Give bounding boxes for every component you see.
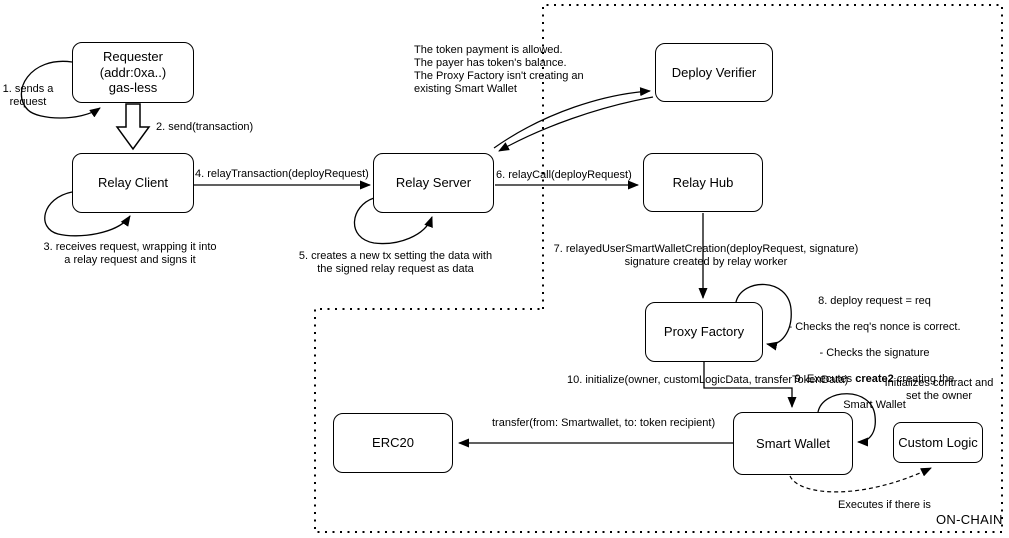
arrow-executes-custom-logic (789, 467, 932, 493)
arrow-to-deploy-verifier (493, 87, 651, 149)
arrow-initialize (703, 362, 797, 408)
step8-9-note: 8. deploy request = req - Checks the req… (783, 282, 966, 425)
verifier-note: The token payment is allowed. The payer … (414, 44, 584, 95)
node-erc20: ERC20 (333, 413, 453, 473)
transfer-label: transfer(from: Smartwallet, to: token re… (492, 417, 716, 429)
step2-label: 2. send(transaction) (156, 121, 254, 133)
step8-line1: 8. deploy request = req (818, 295, 931, 307)
node-relay-hub: Relay Hub (643, 153, 763, 212)
step9-line1: 9. Executes create2 creating the (783, 373, 966, 386)
relay-client-self-loop-arrow (44, 191, 131, 237)
step9-line2: Smart Wallet (843, 399, 906, 411)
executes-note: Executes if there is (838, 499, 931, 511)
initialize-note: Initializes contract and set the owner (884, 377, 994, 402)
onchain-boundary (314, 4, 1003, 533)
send-transaction-hollow-arrow (115, 103, 151, 151)
proxy-factory-self-loop-arrow (735, 283, 792, 351)
node-proxy-factory: Proxy Factory (645, 302, 763, 362)
erc20-label: ERC20 (372, 435, 414, 451)
step5-label: 5. creates a new tx setting the data wit… (298, 250, 493, 275)
step3-label: 3. receives request, wrapping it into a … (43, 241, 217, 266)
relay-hub-label: Relay Hub (672, 174, 734, 190)
requester-label-line2: (addr:0xa..) (99, 64, 167, 80)
step10-label: 10. initialize(owner, customLogicData, t… (567, 374, 849, 386)
requester-self-loop-arrow (20, 60, 101, 119)
node-custom-logic: Custom Logic (893, 422, 983, 463)
smart-wallet-self-loop-arrow (817, 393, 876, 447)
custom-logic-label: Custom Logic (898, 434, 978, 450)
step9-create2: create2 (855, 373, 894, 385)
node-relay-server: Relay Server (373, 153, 494, 213)
relay-server-self-loop-arrow (353, 197, 433, 245)
onchain-region-label: ON-CHAIN (936, 512, 1003, 527)
node-smart-wallet: Smart Wallet (733, 412, 853, 475)
requester-label-line3: gas-less (108, 80, 158, 96)
node-requester: Requester (addr:0xa..) gas-less (72, 42, 194, 103)
step4-label: 4. relayTransaction(deployRequest) (195, 168, 369, 180)
relay-server-label: Relay Server (395, 175, 472, 191)
step1-label: 1. sends a request (2, 83, 54, 108)
node-deploy-verifier: Deploy Verifier (655, 43, 773, 102)
relay-client-label: Relay Client (97, 175, 169, 191)
step6-label: 6. relayCall(deployRequest) (496, 169, 632, 181)
smart-wallet-label: Smart Wallet (756, 435, 830, 451)
proxy-factory-label: Proxy Factory (663, 324, 745, 340)
node-relay-client: Relay Client (72, 153, 194, 213)
requester-label-line1: Requester (103, 49, 163, 65)
step9-suffix: creating the (893, 373, 955, 385)
step8-line2: - Checks the req's nonce is correct. (788, 321, 961, 333)
deploy-verifier-label: Deploy Verifier (671, 64, 757, 80)
step8-line3: - Checks the signature (819, 347, 930, 359)
arrow-from-deploy-verifier (498, 96, 654, 152)
step7-label: 7. relayedUserSmartWalletCreation(deploy… (553, 243, 859, 268)
step9-prefix: 9. Executes (794, 373, 856, 385)
